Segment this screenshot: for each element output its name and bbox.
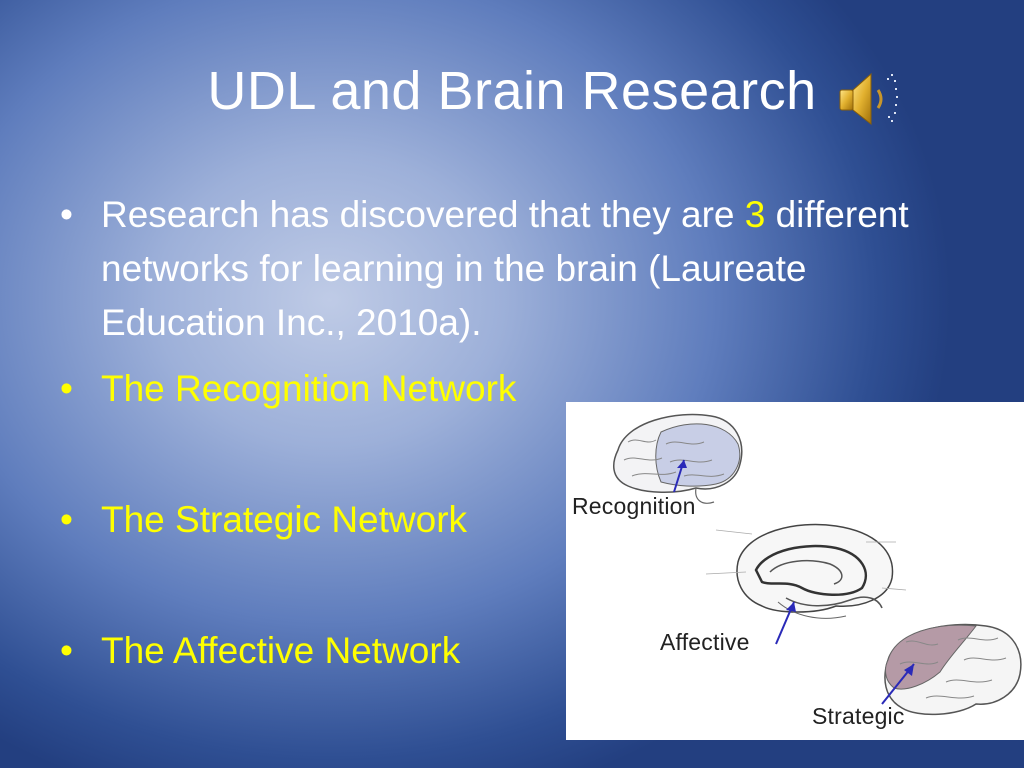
bullet-text: The Affective Network xyxy=(101,630,461,671)
bullet-dot: • xyxy=(60,630,73,671)
speaker-icon[interactable] xyxy=(836,68,900,130)
bullet-research: • Research has discovered that they are … xyxy=(60,188,920,350)
bullet-highlight-number: 3 xyxy=(744,194,766,235)
bullet-text-part: different networks for learning in the b… xyxy=(101,194,909,343)
bullet-text: The Strategic Network xyxy=(101,499,468,540)
bullet-dot: • xyxy=(60,499,73,540)
affective-label: Affective xyxy=(660,629,750,655)
bullet-text-part: Research has discovered that they are xyxy=(101,194,745,235)
brain-diagram: Recognition Affective Strategic xyxy=(572,413,1022,729)
affective-brain-image xyxy=(705,523,907,645)
slide-title: UDL and Brain Research xyxy=(207,61,817,121)
bullet-text: The Recognition Network xyxy=(101,368,517,409)
bullet-dot: • xyxy=(60,194,73,235)
bullet-recognition-network: • The Recognition Network xyxy=(60,362,516,416)
recognition-brain-image xyxy=(613,413,743,504)
strategic-brain-image xyxy=(881,623,1022,716)
bullet-text: Research has discovered that they are 3 … xyxy=(101,188,920,350)
bullet-affective-network: • The Affective Network xyxy=(60,624,460,678)
recognition-label: Recognition xyxy=(572,493,696,519)
bullet-dot: • xyxy=(60,368,73,409)
bullet-strategic-network: • The Strategic Network xyxy=(60,493,467,547)
strategic-label: Strategic xyxy=(812,703,905,729)
brain-networks-figure: Recognition Affective Strategic xyxy=(566,402,1024,740)
